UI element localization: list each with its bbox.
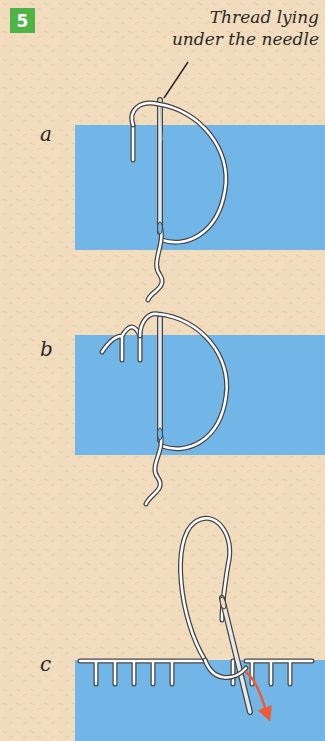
callout-label: Thread lying under the needle xyxy=(169,6,319,50)
step-letter: b xyxy=(40,337,53,361)
step-letter: a xyxy=(40,122,52,146)
step-number: 5 xyxy=(17,11,29,31)
step-number-box: 5 xyxy=(10,8,35,33)
step-letter: c xyxy=(40,652,51,676)
